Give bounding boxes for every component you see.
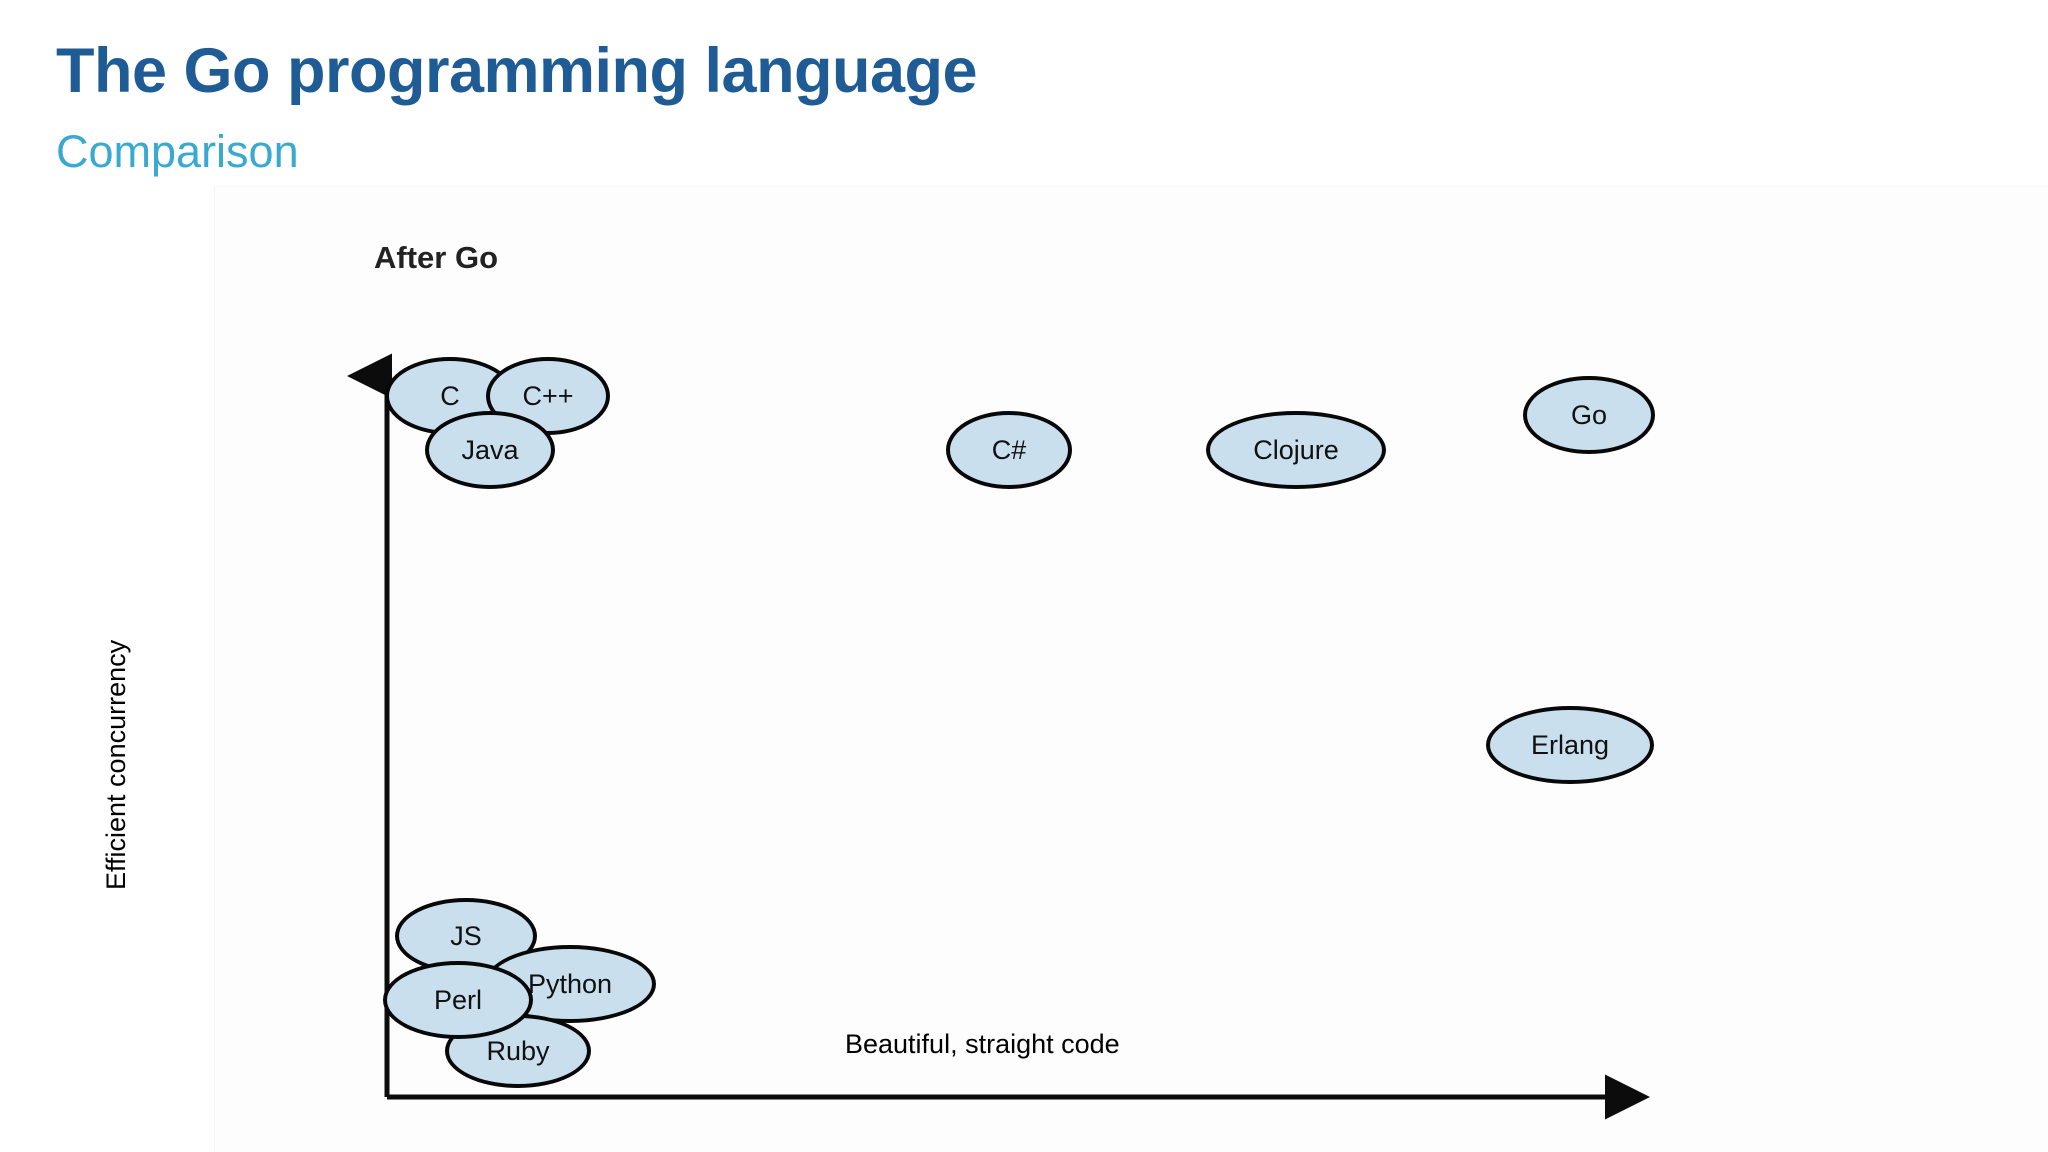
node-label: Erlang <box>1530 729 1610 760</box>
node-go[interactable]: Go <box>1523 376 1655 454</box>
page-subtitle: Comparison <box>56 126 299 177</box>
node-erlang[interactable]: Erlang <box>1486 706 1654 784</box>
node-label: Go <box>1570 399 1608 430</box>
node-clojure[interactable]: Clojure <box>1206 411 1386 489</box>
node-label: C <box>440 380 460 411</box>
node-label: Clojure <box>1253 434 1339 465</box>
node-label: C++ <box>522 380 574 411</box>
node-label: Python <box>527 968 613 999</box>
node-label: JS <box>450 920 482 951</box>
node-label: Perl <box>433 984 482 1015</box>
x-axis-label: Beautiful, straight code <box>845 1029 1120 1059</box>
y-axis-label: Efficient concurrency <box>101 639 131 890</box>
page-title: The Go programming language <box>56 36 978 106</box>
node-perl[interactable]: Perl <box>383 961 533 1039</box>
diagram-heading: After Go <box>374 240 498 275</box>
node-label: Java <box>461 434 519 465</box>
node-csharp[interactable]: C# <box>946 411 1072 489</box>
node-label: C# <box>991 434 1027 465</box>
node-label: Ruby <box>486 1035 550 1066</box>
node-java[interactable]: Java <box>425 411 555 489</box>
